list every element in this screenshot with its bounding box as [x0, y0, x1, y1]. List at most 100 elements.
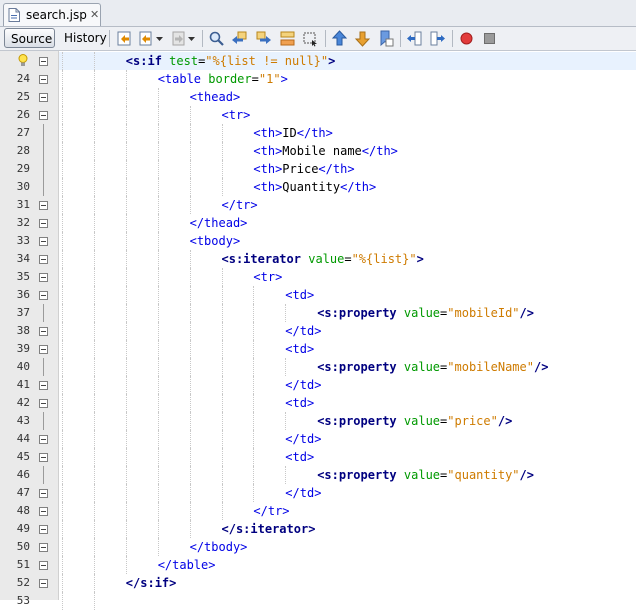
code-line[interactable]: <table border="1">: [59, 70, 636, 88]
code-line[interactable]: <tr>: [59, 106, 636, 124]
indent-guide: [157, 502, 159, 520]
history-button[interactable]: History: [64, 31, 107, 45]
code-line[interactable]: <s:property value="price"/>: [59, 412, 636, 430]
code-line[interactable]: </tr>: [59, 196, 636, 214]
source-button[interactable]: Source: [4, 28, 55, 48]
rectangular-selection-icon[interactable]: [302, 30, 319, 47]
code-line[interactable]: <td>: [59, 340, 636, 358]
code-line[interactable]: </s:if>: [59, 574, 636, 592]
code-line[interactable]: <td>: [59, 394, 636, 412]
line-number: 47: [16, 486, 30, 499]
indent-guide: [62, 430, 63, 448]
next-bookmark-icon[interactable]: [354, 30, 371, 47]
code-line-content: <s:if test="%{list != null}">: [126, 52, 336, 70]
indent-guide: [285, 304, 287, 322]
code-line[interactable]: <s:property value="quantity"/>: [59, 466, 636, 484]
collapse-fold-icon[interactable]: [39, 93, 48, 102]
indent-guide: [189, 340, 191, 358]
chevron-down-icon[interactable]: [155, 30, 164, 47]
code-line[interactable]: </table>: [59, 556, 636, 574]
code-line[interactable]: </tr>: [59, 502, 636, 520]
stop-macro-recording-icon[interactable]: [481, 30, 498, 47]
code-line-content: <td>: [285, 448, 314, 466]
collapse-fold-icon[interactable]: [39, 255, 48, 264]
code-line[interactable]: <td>: [59, 286, 636, 304]
fold-end-icon[interactable]: [39, 327, 48, 336]
indent-guide: [221, 124, 223, 142]
fold-end-icon[interactable]: [39, 489, 48, 498]
code-area[interactable]: <s:if test="%{list != null}"><table bord…: [59, 51, 636, 610]
code-line[interactable]: </td>: [59, 484, 636, 502]
fold-end-icon[interactable]: [39, 579, 48, 588]
code-token: =: [440, 306, 448, 320]
code-token: <td>: [285, 396, 315, 410]
code-line[interactable]: <th>Quantity</th>: [59, 178, 636, 196]
code-line[interactable]: </td>: [59, 322, 636, 340]
back-history-icon[interactable]: [138, 30, 155, 47]
shift-line-left-icon[interactable]: [406, 30, 423, 47]
close-icon[interactable]: ✕: [90, 8, 100, 21]
code-line[interactable]: <thead>: [59, 88, 636, 106]
collapse-fold-icon[interactable]: [39, 75, 48, 84]
indent-guide: [189, 394, 191, 412]
indent-guide: [189, 322, 191, 340]
indent-guide: [189, 178, 191, 196]
collapse-fold-icon[interactable]: [39, 291, 48, 300]
code-line[interactable]: <th>Mobile name</th>: [59, 142, 636, 160]
collapse-fold-icon[interactable]: [39, 111, 48, 120]
shift-line-right-icon[interactable]: [429, 30, 446, 47]
fold-end-icon[interactable]: [39, 561, 48, 570]
code-line-content: </td>: [285, 376, 321, 394]
find-icon[interactable]: [208, 30, 225, 47]
indent-guide: [62, 340, 63, 358]
code-line[interactable]: <s:iterator value="%{list}">: [59, 250, 636, 268]
code-line[interactable]: </td>: [59, 430, 636, 448]
code-line[interactable]: <td>: [59, 448, 636, 466]
collapse-fold-icon[interactable]: [39, 345, 48, 354]
code-token: </th>: [296, 126, 333, 140]
forward-history-icon[interactable]: [170, 30, 187, 47]
toggle-bookmark-icon[interactable]: [377, 30, 394, 47]
code-line[interactable]: </td>: [59, 376, 636, 394]
code-line[interactable]: <th>Price</th>: [59, 160, 636, 178]
indent-guide: [93, 142, 95, 160]
code-line[interactable]: <s:property value="mobileName"/>: [59, 358, 636, 376]
tab-search-jsp[interactable]: search.jsp ✕: [3, 3, 101, 26]
indent-guide: [93, 124, 95, 142]
indent-guide: [93, 160, 95, 178]
fold-end-icon[interactable]: [39, 525, 48, 534]
collapse-fold-icon[interactable]: [39, 57, 48, 66]
code-token: =: [440, 414, 448, 428]
start-macro-recording-icon[interactable]: [458, 30, 475, 47]
find-previous-icon[interactable]: [231, 30, 248, 47]
code-line[interactable]: [59, 592, 636, 610]
fold-end-icon[interactable]: [39, 381, 48, 390]
code-line[interactable]: <s:property value="mobileId"/>: [59, 304, 636, 322]
code-line[interactable]: <s:if test="%{list != null}">: [59, 52, 636, 70]
chevron-down-icon[interactable]: [187, 30, 196, 47]
collapse-fold-icon[interactable]: [39, 399, 48, 408]
fold-end-icon[interactable]: [39, 507, 48, 516]
fold-end-icon[interactable]: [39, 201, 48, 210]
lightbulb-hint-icon[interactable]: [18, 54, 28, 67]
indent-guide: [189, 520, 191, 538]
find-next-icon[interactable]: [255, 30, 272, 47]
collapse-fold-icon[interactable]: [39, 453, 48, 462]
code-line[interactable]: </s:iterator>: [59, 520, 636, 538]
indent-guide: [125, 484, 127, 502]
toggle-highlight-icon[interactable]: [279, 30, 296, 47]
fold-end-icon[interactable]: [39, 435, 48, 444]
code-line[interactable]: <tbody>: [59, 232, 636, 250]
code-line[interactable]: </tbody>: [59, 538, 636, 556]
collapse-fold-icon[interactable]: [39, 273, 48, 282]
fold-end-icon[interactable]: [39, 543, 48, 552]
previous-bookmark-icon[interactable]: [331, 30, 348, 47]
code-line[interactable]: </thead>: [59, 214, 636, 232]
code-line[interactable]: <th>ID</th>: [59, 124, 636, 142]
fold-end-icon[interactable]: [39, 219, 48, 228]
code-line-content: <tr>: [253, 268, 282, 286]
last-edit-icon[interactable]: [116, 30, 133, 47]
code-line[interactable]: <tr>: [59, 268, 636, 286]
collapse-fold-icon[interactable]: [39, 237, 48, 246]
